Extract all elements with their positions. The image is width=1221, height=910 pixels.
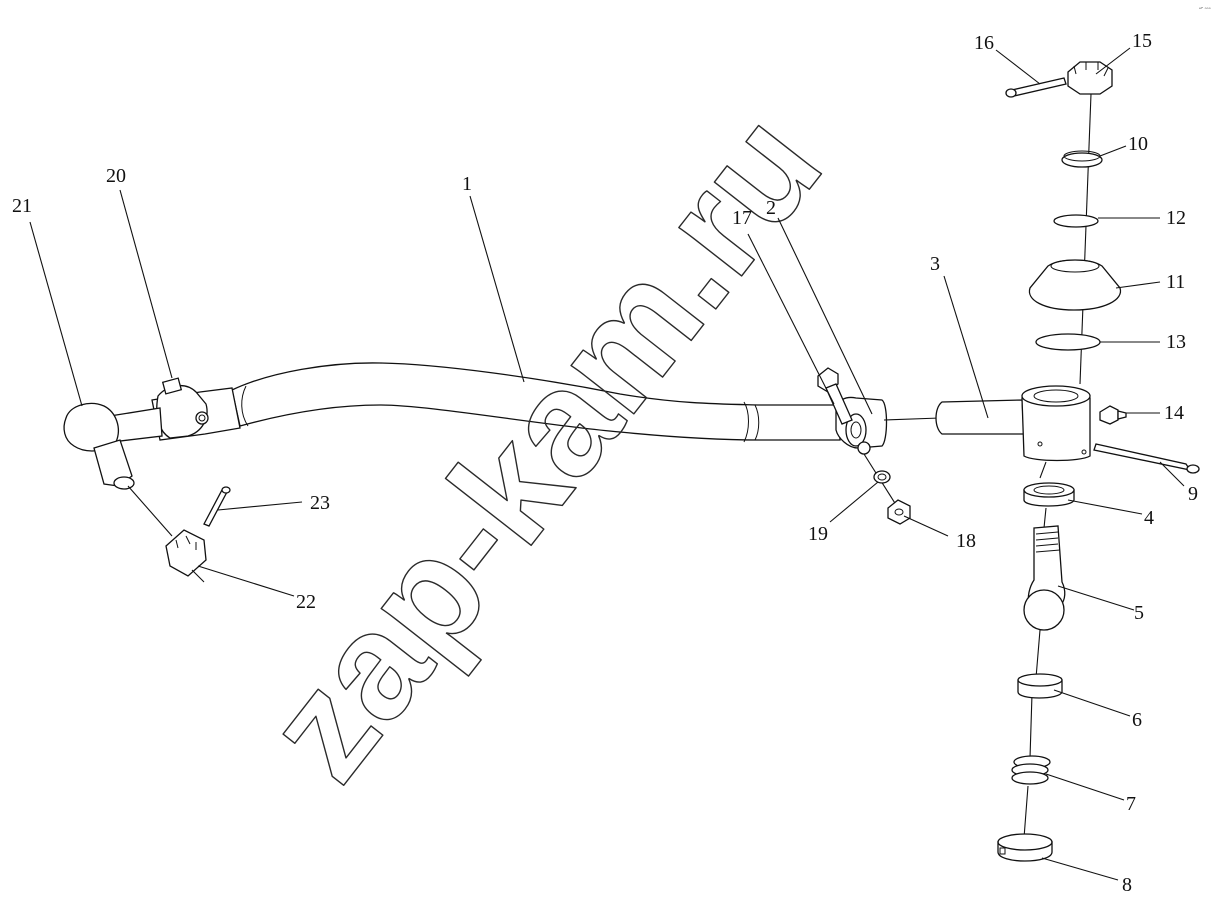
left-tie-rod-end	[63, 402, 163, 490]
callout-6: 6	[1132, 709, 1142, 731]
watermark: zap-kam.ru	[233, 82, 853, 809]
callout-10: 10	[1128, 133, 1148, 155]
callout-23: 23	[310, 492, 330, 514]
mid-axis	[1039, 461, 1047, 479]
cotter-pin-top	[1005, 77, 1067, 98]
callout-7: 7	[1126, 793, 1136, 815]
callout-18: 18	[956, 530, 976, 552]
cotter-pin-right	[1093, 443, 1200, 474]
o-ring-upper	[1053, 214, 1099, 228]
callout-19: 19	[808, 523, 828, 545]
callout-21: 21	[12, 195, 32, 217]
callout-12: 12	[1166, 207, 1186, 229]
callout-15: 15	[1132, 30, 1152, 52]
left-clamp	[151, 377, 241, 441]
lower-axis	[1035, 629, 1041, 679]
right-tie-rod-end	[935, 385, 1091, 462]
end-cap	[997, 833, 1053, 862]
left-stud-axis	[127, 485, 173, 537]
callout-2: 2	[766, 197, 776, 219]
callout-11: 11	[1166, 271, 1185, 293]
spring-washer	[873, 470, 891, 484]
callout-13: 13	[1166, 331, 1186, 353]
leader-lines	[29, 47, 1185, 881]
callout-numbers: 1 2 3 4 5 6 7 8 9 10 11 12 13 14 15 16 1…	[12, 30, 1198, 896]
callout-9: 9	[1188, 483, 1198, 505]
callout-1: 1	[462, 173, 472, 195]
lower-axis-3	[1023, 785, 1029, 839]
left-castle-nut	[165, 529, 207, 583]
lower-axis-2	[1029, 693, 1033, 759]
right-clamp	[835, 396, 888, 455]
grease-nipple	[1099, 405, 1127, 425]
callout-20: 20	[106, 165, 126, 187]
clamp-bolt	[817, 367, 853, 425]
top-ring	[1061, 150, 1103, 168]
clamp-axis	[883, 417, 941, 421]
callout-22: 22	[296, 591, 316, 613]
callout-14: 14	[1164, 402, 1184, 424]
o-ring-lower	[1035, 333, 1101, 351]
callout-4: 4	[1144, 507, 1154, 529]
corner-mark: ᵉᴾ ᵒᵒᵒ	[1199, 7, 1211, 13]
insert-ring	[1023, 482, 1075, 507]
bolt-nut	[887, 499, 911, 525]
callout-17: 17	[732, 207, 752, 229]
callout-3: 3	[930, 253, 940, 275]
callout-8: 8	[1122, 874, 1132, 896]
spring	[1011, 755, 1051, 785]
mid-axis-2	[1043, 507, 1047, 529]
bearing-seat	[1017, 673, 1063, 699]
callout-16: 16	[974, 32, 994, 54]
dust-boot	[1028, 259, 1122, 311]
callout-5: 5	[1134, 602, 1144, 624]
left-cotter-pin	[203, 486, 231, 527]
ball-stud	[1023, 525, 1066, 631]
